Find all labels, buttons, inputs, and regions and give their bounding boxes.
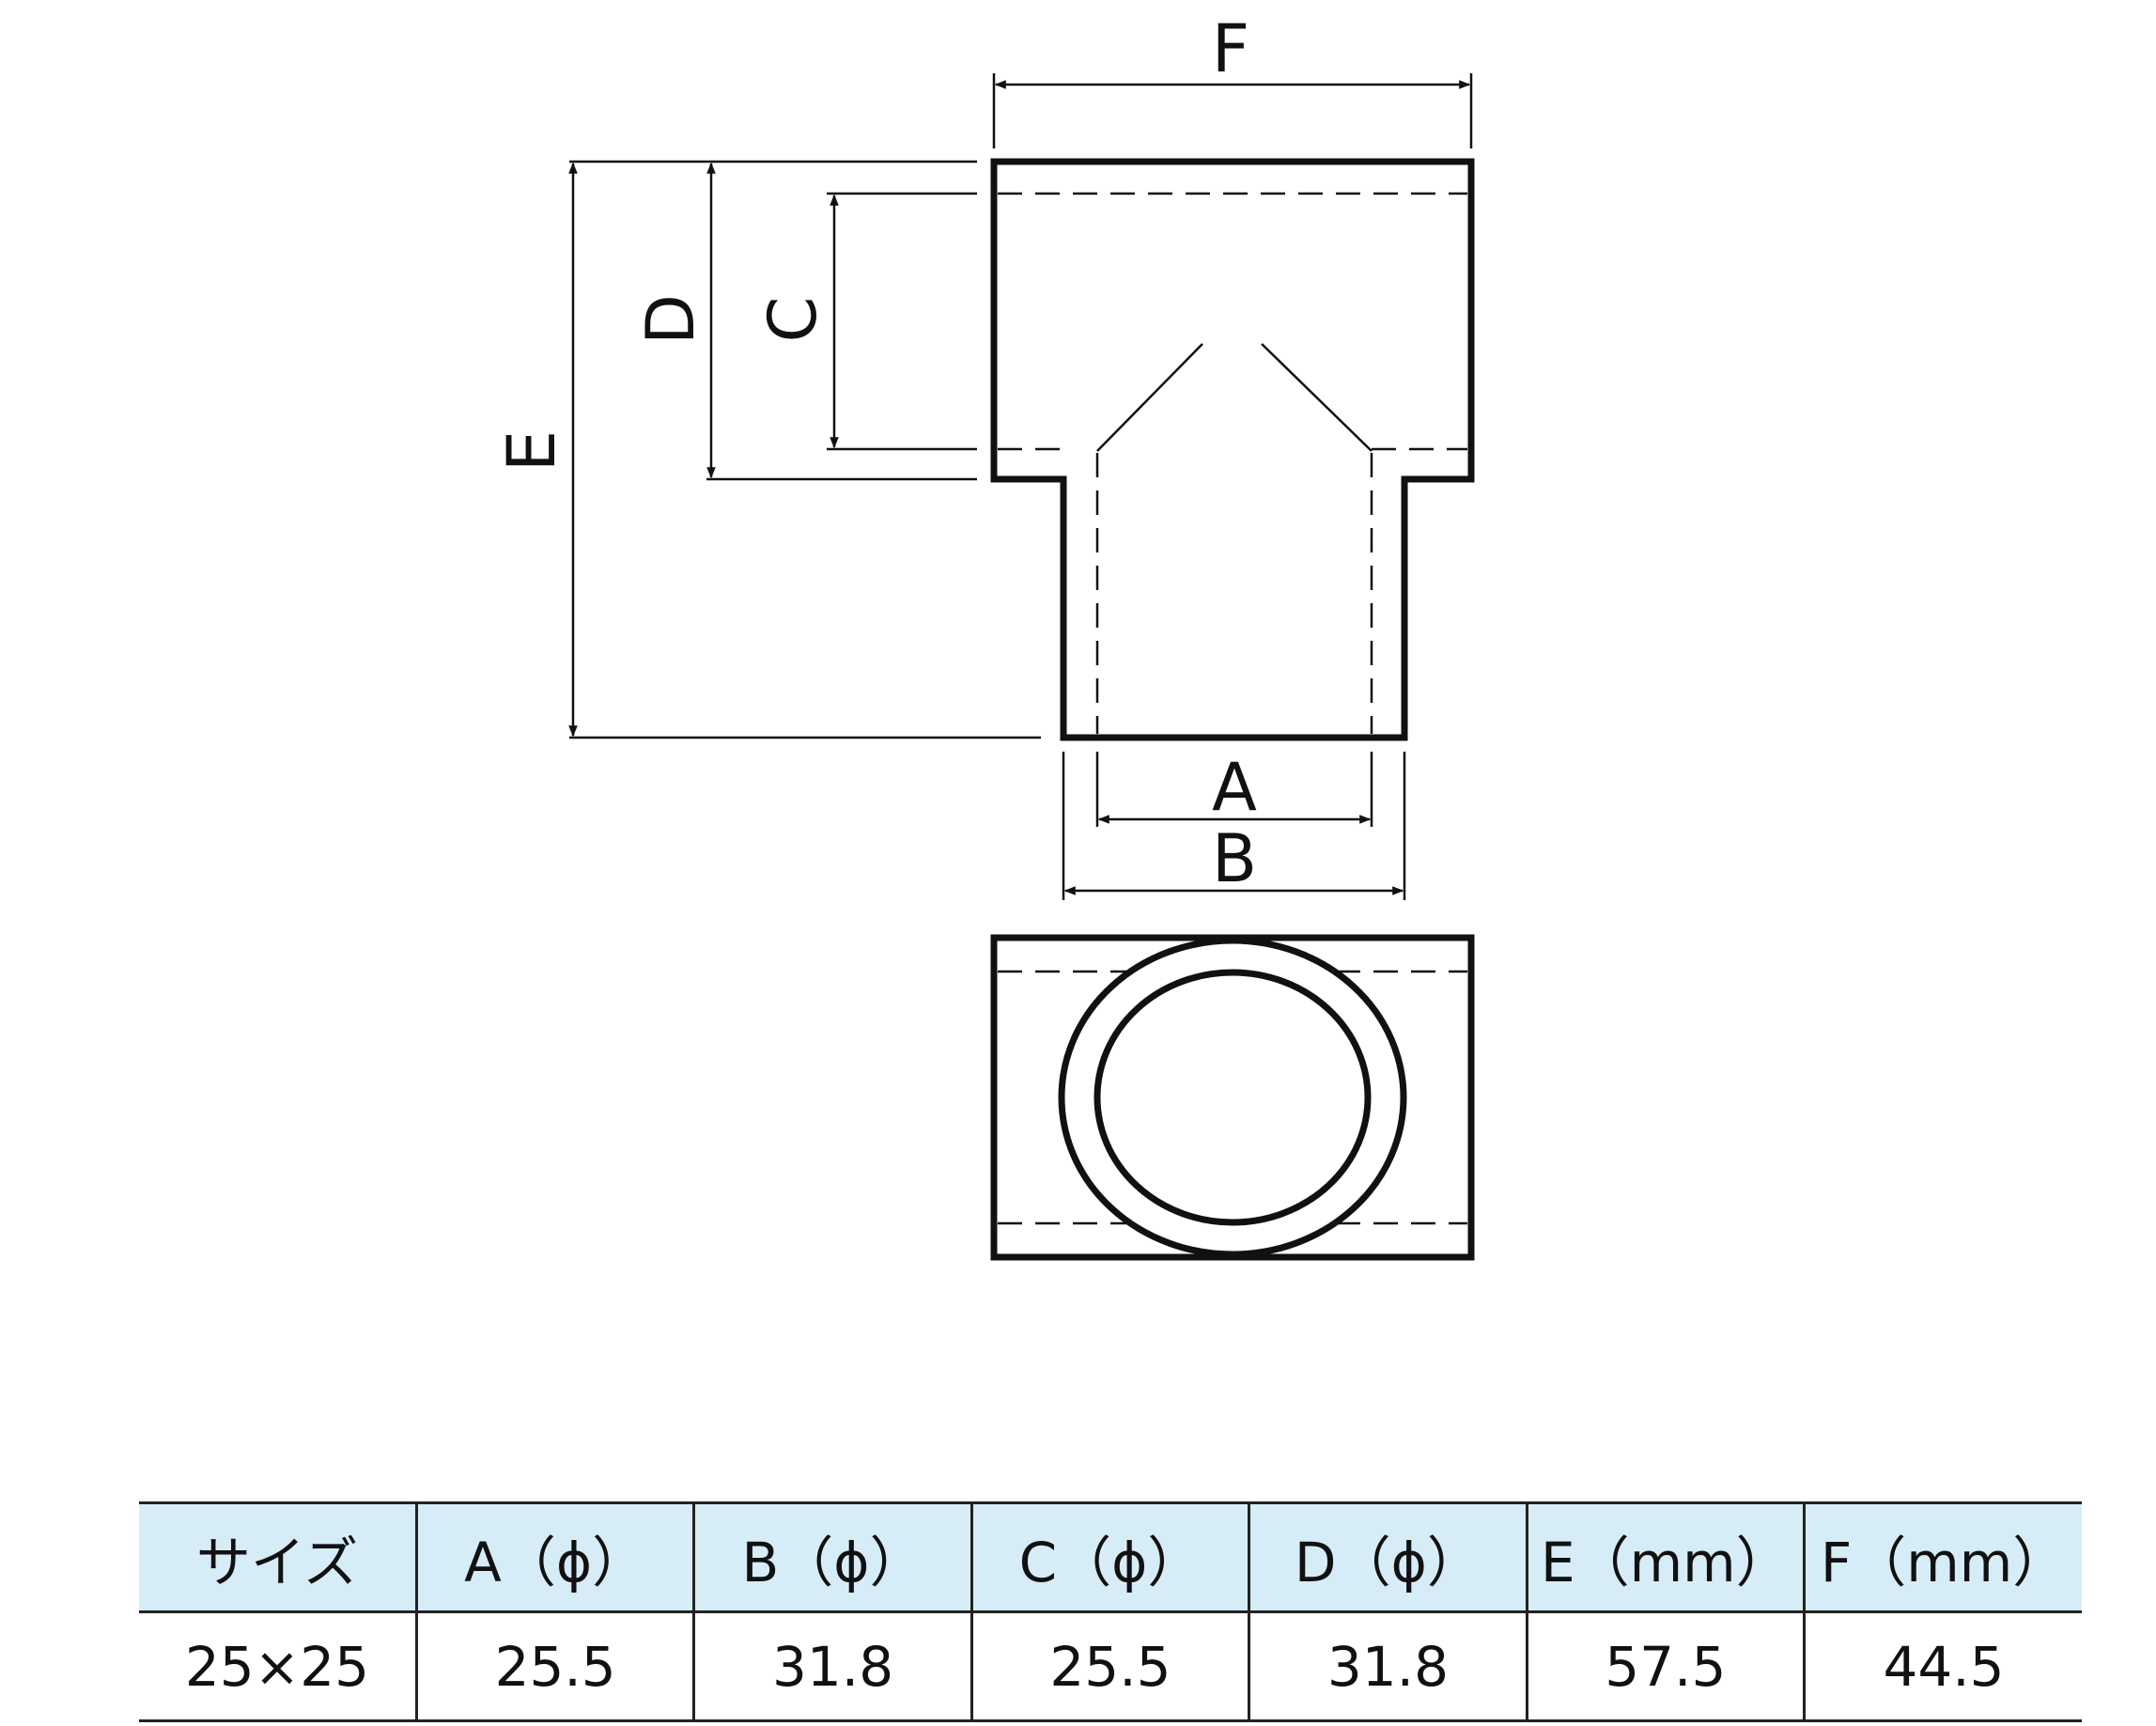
cell-b: 31.8 xyxy=(692,1611,972,1722)
cell-f: 44.5 xyxy=(1803,1611,2082,1722)
dimension-f xyxy=(992,73,1473,148)
front-view-inner-branch xyxy=(1096,343,1373,452)
dimension-e xyxy=(568,160,1041,739)
spec-table-header-row: サイズ A（ϕ） B（ϕ） C（ϕ） D（ϕ） E（mm） F（mm） xyxy=(139,1501,2082,1613)
dimension-label-a: A xyxy=(1212,749,1257,826)
tee-fitting-drawing: F E D C A B xyxy=(493,10,1475,1261)
dimension-label-f: F xyxy=(1212,10,1249,87)
header-b: B（ϕ） xyxy=(692,1501,972,1613)
dimension-label-e: E xyxy=(493,430,570,472)
dimension-b xyxy=(1062,752,1406,900)
header-d: D（ϕ） xyxy=(1248,1501,1528,1613)
cell-d: 31.8 xyxy=(1248,1611,1528,1722)
cell-e: 57.5 xyxy=(1525,1611,1805,1722)
front-view-hidden-lines xyxy=(998,192,1467,734)
header-c: C（ϕ） xyxy=(969,1501,1249,1613)
header-a: A（ϕ） xyxy=(414,1501,694,1613)
cell-size: 25×25 xyxy=(139,1611,417,1722)
dimension-c xyxy=(827,192,977,451)
bottom-view-outer-circle xyxy=(1058,937,1407,1258)
dimension-label-b: B xyxy=(1212,820,1257,897)
dimension-label-d: D xyxy=(632,294,709,345)
header-size: サイズ xyxy=(139,1501,417,1613)
dimension-a xyxy=(1095,752,1373,827)
header-f: F（mm） xyxy=(1803,1501,2082,1613)
spec-table: サイズ A（ϕ） B（ϕ） C（ϕ） D（ϕ） E（mm） F（mm） 25×2… xyxy=(139,1501,2082,1722)
header-e: E（mm） xyxy=(1525,1501,1805,1613)
dimension-label-c: C xyxy=(754,297,831,343)
bottom-view-inner-circle xyxy=(1094,969,1372,1226)
cell-c: 25.5 xyxy=(969,1611,1249,1722)
table-row: 25×25 25.5 31.8 25.5 31.8 57.5 44.5 xyxy=(139,1611,2082,1722)
dimension-d xyxy=(706,162,977,481)
cell-a: 25.5 xyxy=(414,1611,694,1722)
front-view-outline xyxy=(990,158,1475,741)
